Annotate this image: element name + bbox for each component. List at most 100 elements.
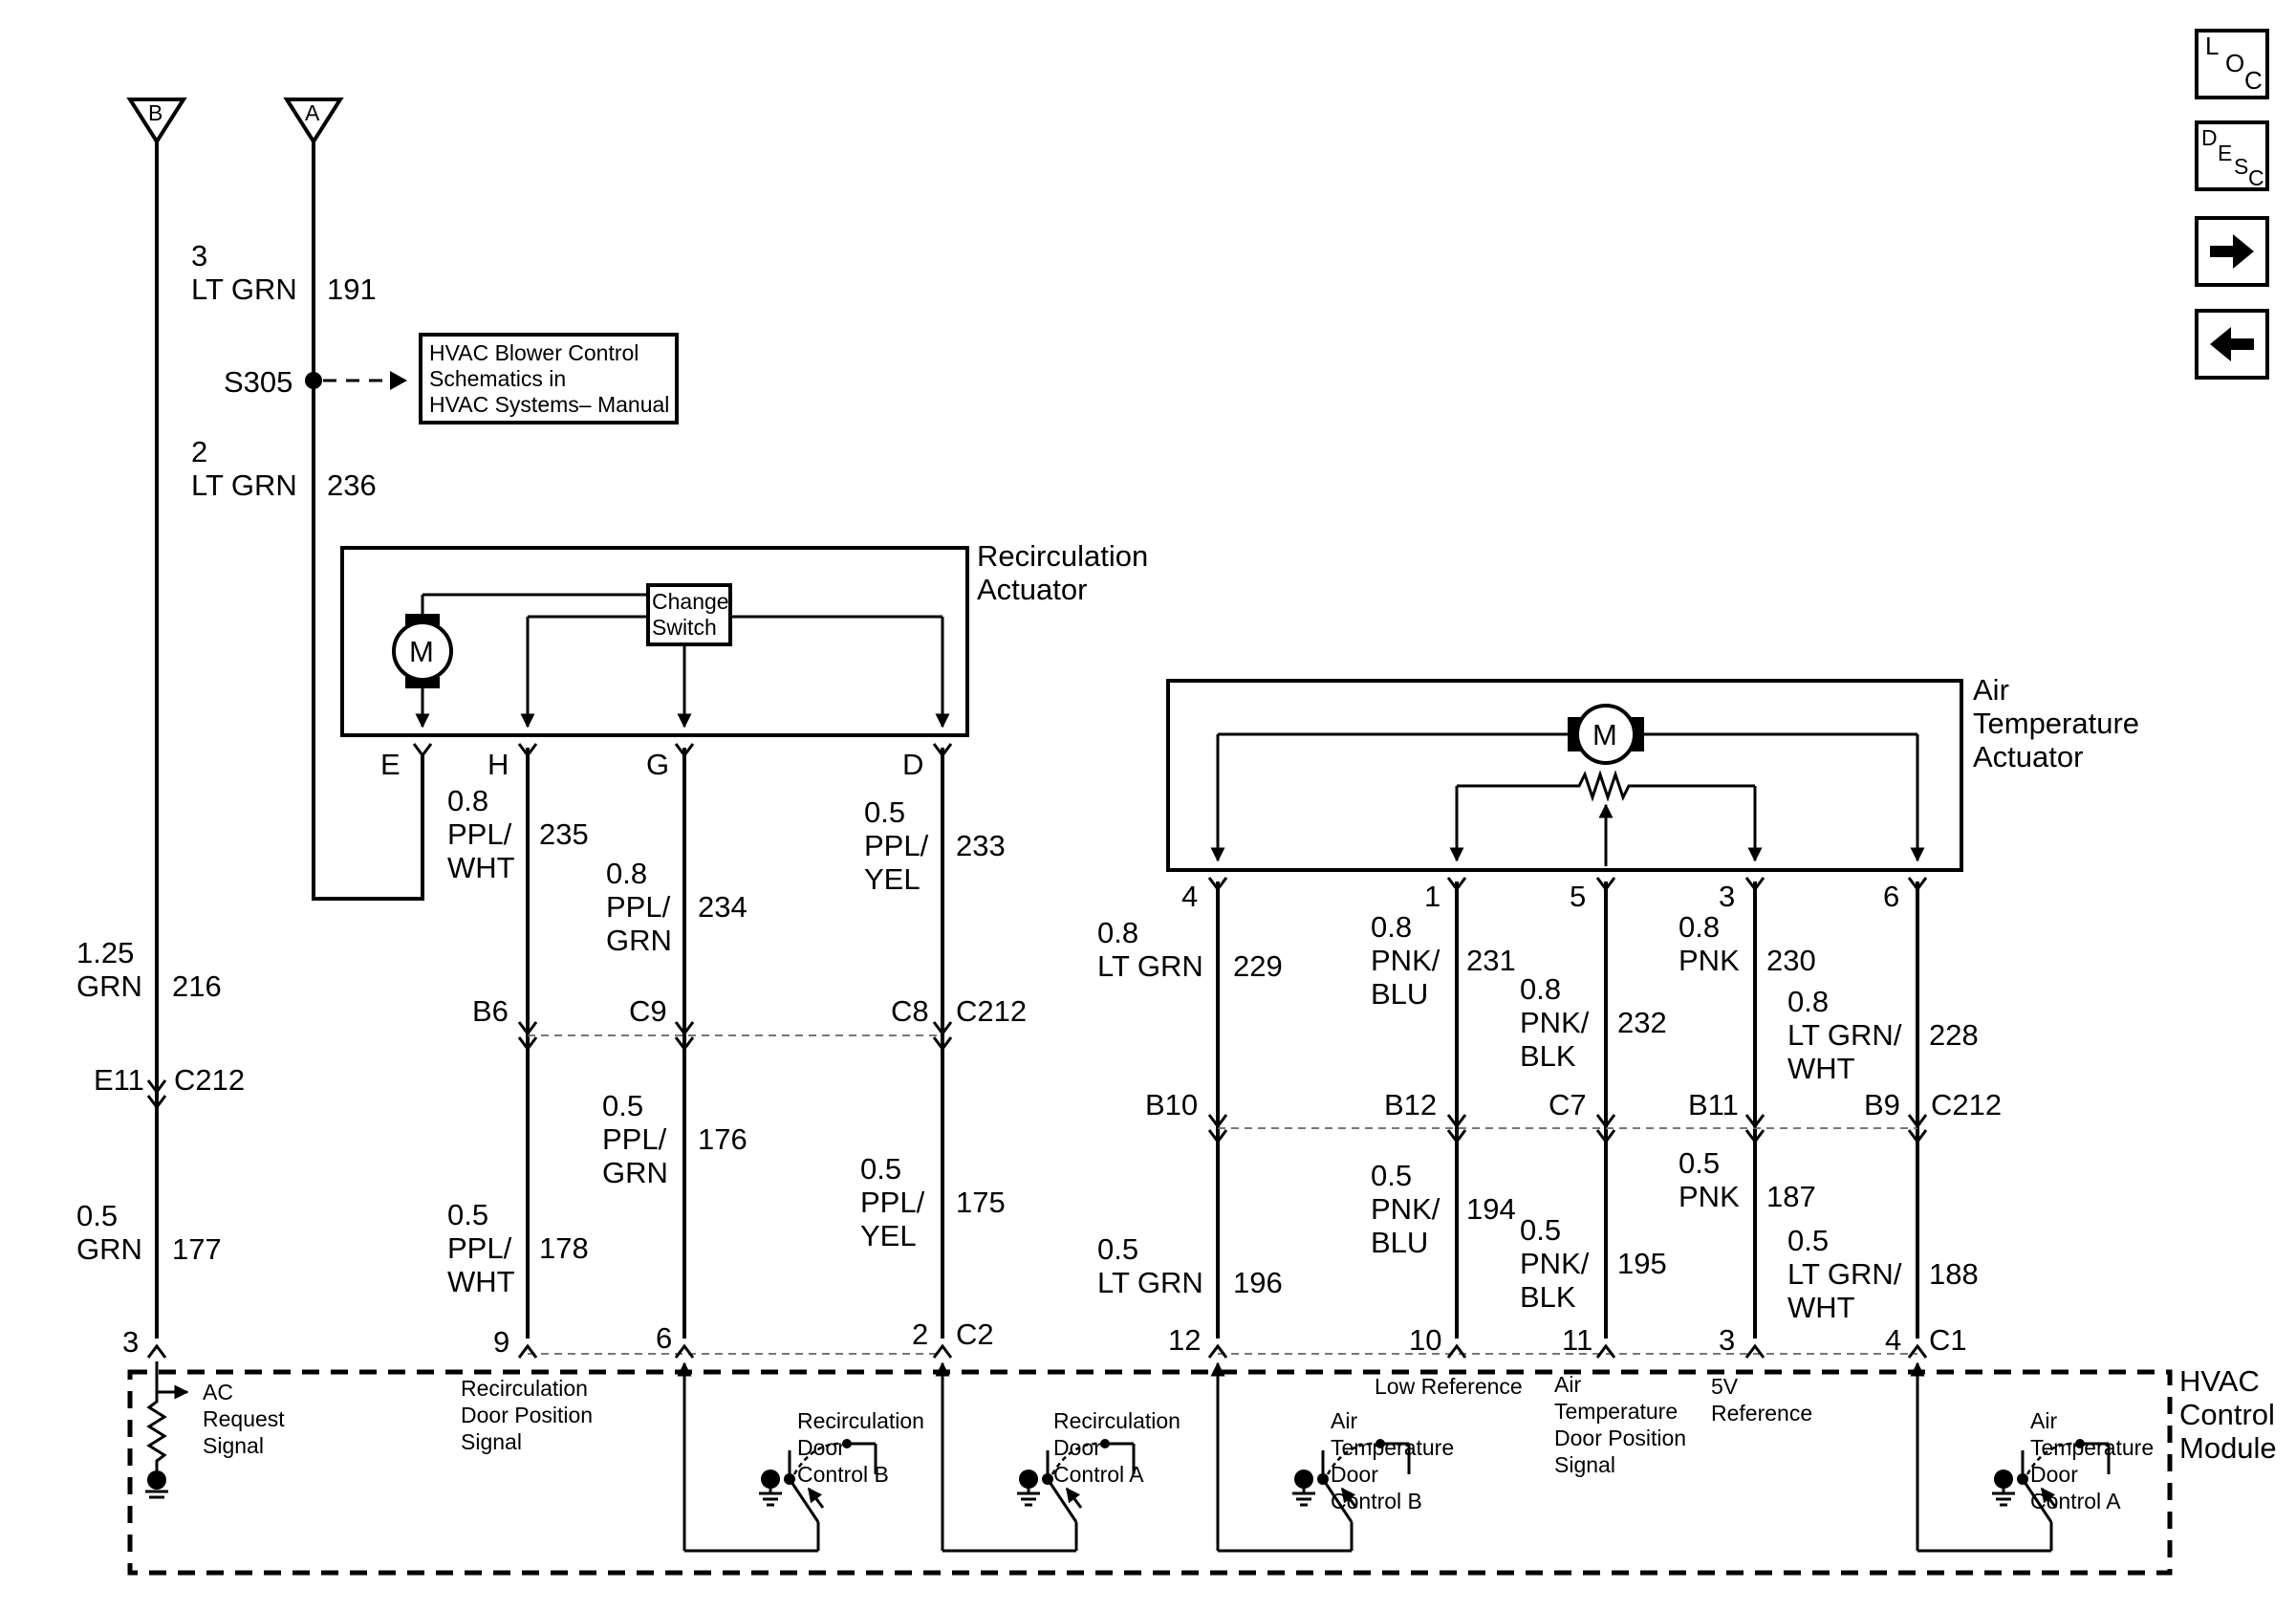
wire-229-gauge: 0.8 bbox=[1097, 916, 1138, 949]
air-pin-1: 1 bbox=[1424, 880, 1440, 913]
wire-195-color-1: PNK/ bbox=[1520, 1247, 1590, 1280]
nav-forward-button[interactable] bbox=[2195, 216, 2269, 287]
air-b-label-3: Door bbox=[1331, 1462, 1378, 1487]
wire-b-lower-circuit: 177 bbox=[172, 1232, 222, 1266]
wire-176-color-1: PPL/ bbox=[602, 1122, 667, 1156]
wire-178-color-2: WHT bbox=[447, 1265, 515, 1298]
recirc-b-label-2: Door bbox=[797, 1435, 845, 1460]
wire-b-upper-circuit: 216 bbox=[172, 969, 222, 1003]
c1-pin-11-marker bbox=[1595, 1344, 1616, 1360]
c2-pin-2-marker bbox=[932, 1344, 953, 1360]
wire-194-color-1: PNK/ bbox=[1371, 1192, 1440, 1226]
air-pos-label-1: Air bbox=[1554, 1372, 1581, 1397]
wire-176-color-2: GRN bbox=[602, 1156, 668, 1189]
wire-175-circuit: 175 bbox=[956, 1186, 1006, 1219]
ac-request-label-1: AC bbox=[203, 1380, 233, 1404]
air-c212-pin-c7: C7 bbox=[1549, 1088, 1587, 1121]
c1-pin-10: 10 bbox=[1409, 1323, 1441, 1357]
connector-b-triangle: B bbox=[126, 98, 187, 145]
air-pin-3: 3 bbox=[1719, 880, 1735, 913]
recirc-pin-e-marker bbox=[412, 742, 433, 757]
air-motor-icon bbox=[1575, 704, 1636, 765]
nav-loc-button[interactable]: L O C bbox=[2195, 29, 2269, 99]
recirc-actuator-title-2: Actuator bbox=[977, 573, 1087, 606]
recirc-pin-d: D bbox=[902, 748, 923, 781]
wire-195-circuit: 195 bbox=[1617, 1247, 1667, 1280]
wire-228-color-2: WHT bbox=[1787, 1052, 1855, 1085]
wire-175-color-1: PPL/ bbox=[860, 1186, 925, 1219]
recirc-c212-pin-h: B6 bbox=[472, 994, 509, 1028]
wire-b-lower-color: GRN bbox=[76, 1232, 142, 1266]
wire-187-gauge: 0.5 bbox=[1679, 1146, 1720, 1180]
wire-188-color-2: WHT bbox=[1787, 1291, 1855, 1324]
wire-195-color-2: BLK bbox=[1520, 1280, 1576, 1314]
change-switch-label-2: Switch bbox=[652, 615, 717, 640]
wire-233-circuit: 233 bbox=[956, 829, 1006, 862]
nav-desc-button[interactable]: D E S C bbox=[2195, 120, 2269, 191]
c2-name: C2 bbox=[956, 1317, 994, 1351]
recirculation-actuator: Recirculation Actuator M Change Switch E… bbox=[340, 539, 1148, 781]
air-pos-label-4: Signal bbox=[1554, 1452, 1615, 1477]
wire-175-color-2: YEL bbox=[860, 1219, 917, 1252]
wire-b-upper-gauge: 1.25 bbox=[76, 936, 134, 969]
recirc-a-label-3: Control A bbox=[1053, 1462, 1144, 1487]
nav-back-button[interactable] bbox=[2195, 309, 2269, 380]
recirc-pin-h: H bbox=[487, 748, 509, 781]
wire-232-gauge: 0.8 bbox=[1520, 972, 1561, 1006]
c1-name: C1 bbox=[1929, 1323, 1967, 1357]
blower-schematic-reference-box[interactable]: HVAC Blower Control Schematics in HVAC S… bbox=[419, 333, 679, 425]
wire-a-upper-color: LT GRN bbox=[191, 272, 297, 306]
wire-188-gauge: 0.5 bbox=[1787, 1224, 1829, 1257]
air-c212-pin-b10: B10 bbox=[1145, 1088, 1198, 1121]
recirc-pin-g: G bbox=[646, 748, 669, 781]
ac-request-label-3: Signal bbox=[203, 1433, 264, 1458]
air-a-label-2: Temperature bbox=[2030, 1435, 2154, 1460]
wire-230-color: PNK bbox=[1679, 944, 1740, 977]
wire-195-gauge: 0.5 bbox=[1520, 1213, 1561, 1247]
air-motor-label: M bbox=[1592, 718, 1617, 751]
wire-231-color-1: PNK/ bbox=[1371, 944, 1440, 977]
wire-229-color: LT GRN bbox=[1097, 949, 1203, 983]
air-door-control-a-switch bbox=[1917, 1374, 2109, 1551]
air-actuator-title-3: Actuator bbox=[1973, 740, 2083, 773]
wire-a bbox=[312, 142, 424, 901]
potentiometer-icon bbox=[1457, 770, 1755, 802]
wire-175-gauge: 0.5 bbox=[860, 1152, 901, 1186]
ref-5v-label-2: Reference bbox=[1711, 1401, 1812, 1426]
wire-231-gauge: 0.8 bbox=[1371, 910, 1412, 944]
wire-a-upper-gauge: 3 bbox=[191, 239, 207, 272]
wire-233-color-2: YEL bbox=[864, 862, 921, 896]
air-b-label-1: Air bbox=[1331, 1408, 1357, 1433]
change-switch bbox=[646, 583, 732, 646]
wire-a-upper-circuit: 191 bbox=[327, 272, 377, 306]
recirc-pos-label-1: Recirculation bbox=[461, 1376, 588, 1401]
arrow-left-icon bbox=[2210, 327, 2254, 361]
wire-234-color-1: PPL/ bbox=[606, 890, 671, 924]
nav-desc-s: S bbox=[2234, 154, 2248, 179]
nav-desc-e: E bbox=[2218, 141, 2232, 165]
nav-loc-l: L bbox=[2205, 32, 2219, 60]
wire-232-color-1: PNK/ bbox=[1520, 1006, 1590, 1039]
module-title-3: Module bbox=[2179, 1431, 2277, 1465]
wire-a-lower-gauge: 2 bbox=[191, 435, 207, 468]
air-b-label-4: Control B bbox=[1331, 1489, 1422, 1513]
wire-194-gauge: 0.5 bbox=[1371, 1159, 1412, 1192]
change-switch-label-1: Change bbox=[652, 589, 729, 614]
splice-s305-dot bbox=[305, 372, 322, 389]
recirc-pos-label-2: Door Position bbox=[461, 1403, 593, 1427]
recirc-a-label-2: Door bbox=[1053, 1435, 1101, 1460]
air-pos-label-2: Temperature bbox=[1554, 1399, 1678, 1424]
c2-pin-6: 6 bbox=[656, 1321, 672, 1355]
c1-pin-12-marker bbox=[1207, 1344, 1228, 1360]
recirc-actuator-title-1: Recirculation bbox=[977, 539, 1148, 573]
air-a-label-3: Door bbox=[2030, 1462, 2078, 1487]
air-c212-pin-b12: B12 bbox=[1384, 1088, 1437, 1121]
wire-196-color: LT GRN bbox=[1097, 1266, 1203, 1299]
wire-234-circuit: 234 bbox=[698, 890, 747, 924]
recirc-pin-e: E bbox=[380, 748, 401, 781]
air-c212-name: C212 bbox=[1931, 1088, 2002, 1121]
wire-178-gauge: 0.5 bbox=[447, 1198, 488, 1231]
recirc-c212-pin-d: C8 bbox=[891, 994, 929, 1028]
recirc-motor-label: M bbox=[409, 635, 434, 668]
c1-pin-4-marker bbox=[1907, 1344, 1928, 1360]
